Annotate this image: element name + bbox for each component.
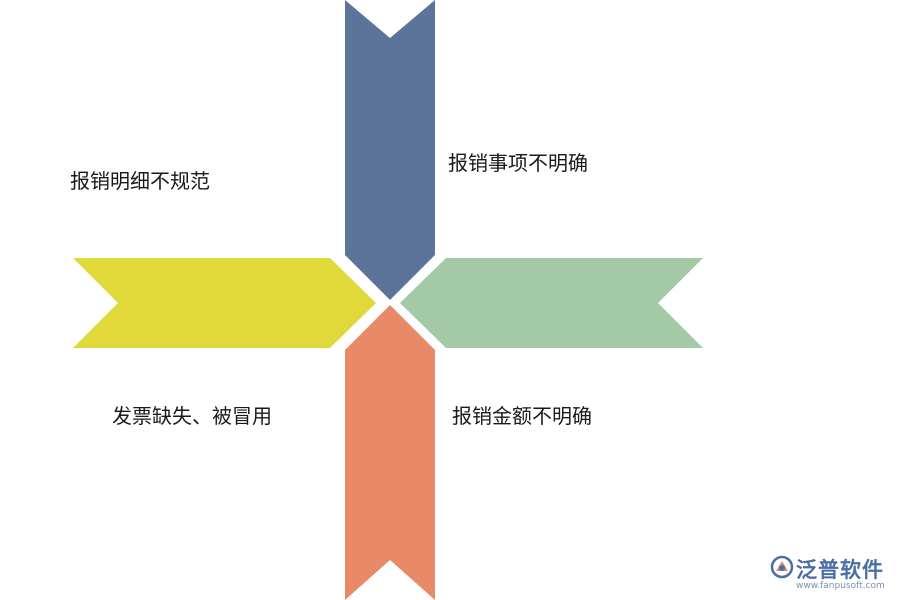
fanpu-logo-icon: [770, 555, 794, 579]
caption-top-left: 报销明细不规范: [70, 169, 210, 193]
caption-top-right: 报销事项不明确: [448, 151, 588, 175]
caption-bottom-left: 发票缺失、被冒用: [112, 404, 272, 428]
fanpu-watermark: 泛普软件 www.fanpusoft.com: [768, 552, 896, 598]
arrow-bottom: [345, 305, 435, 600]
arrow-right: [400, 258, 703, 348]
arrow-left: [73, 258, 376, 348]
brand-name: 泛普软件: [796, 558, 884, 582]
arrow-top: [345, 0, 435, 300]
caption-bottom-right: 报销金额不明确: [452, 404, 592, 428]
brand-url: www.fanpusoft.com: [796, 581, 885, 591]
